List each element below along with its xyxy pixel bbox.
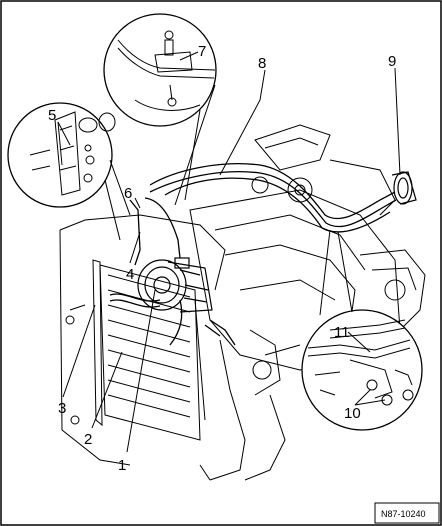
detail-circle-7 bbox=[103, 13, 217, 127]
compressor bbox=[137, 257, 213, 313]
reference-code: N87-10240 bbox=[381, 509, 426, 519]
callout-8: 8 bbox=[258, 55, 266, 72]
refrigerant-lines bbox=[109, 163, 397, 346]
detail-leaders bbox=[104, 84, 353, 316]
lock-carrier bbox=[59, 214, 246, 481]
callout-leaders bbox=[57, 51, 401, 453]
callout-7: 7 bbox=[198, 43, 206, 60]
condenser bbox=[92, 259, 201, 441]
detail-circle-10-11 bbox=[301, 309, 423, 431]
callout-3: 3 bbox=[58, 400, 66, 417]
callout-10: 10 bbox=[344, 405, 361, 422]
callout-6: 6 bbox=[124, 185, 132, 202]
callout-4: 4 bbox=[126, 266, 134, 283]
reference-code-box: N87-10240 bbox=[374, 502, 440, 524]
callout-2: 2 bbox=[84, 431, 92, 448]
callout-1: 1 bbox=[118, 457, 126, 474]
firewall-connection bbox=[391, 171, 417, 205]
detail-circle-5 bbox=[7, 102, 116, 208]
callout-11: 11 bbox=[334, 324, 350, 341]
callout-9: 9 bbox=[388, 53, 396, 70]
callout-5: 5 bbox=[48, 107, 56, 124]
